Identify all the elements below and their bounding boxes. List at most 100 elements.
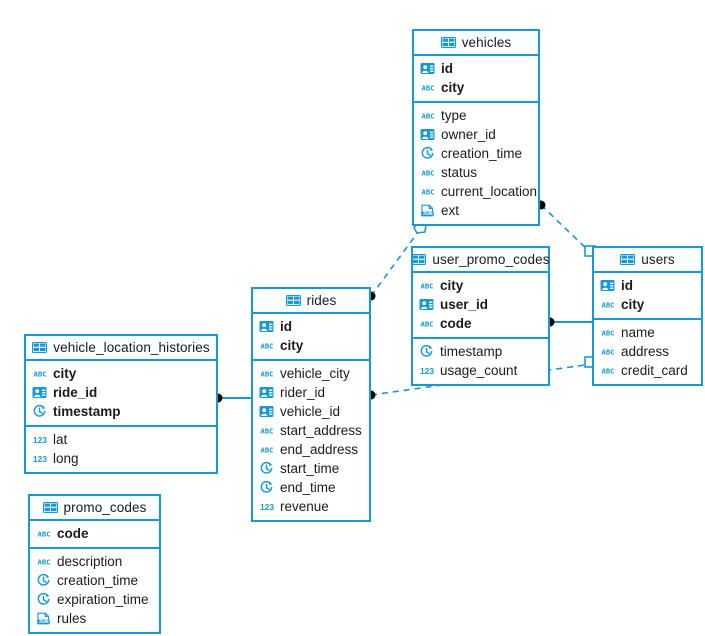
svg-text:ABC: ABC — [34, 370, 47, 379]
clock-icon — [36, 573, 51, 588]
field-row[interactable]: id — [594, 276, 701, 295]
table-header[interactable]: rides — [253, 289, 369, 314]
table-header[interactable]: user_promo_codes — [411, 248, 549, 273]
field-row[interactable]: owner_id — [414, 125, 538, 144]
field-label: start_address — [280, 423, 362, 438]
abc-icon: ABC — [420, 165, 435, 180]
field-row[interactable]: vehicle_id — [253, 402, 369, 421]
abc-icon: ABC — [420, 108, 435, 123]
svg-text:123: 123 — [33, 435, 47, 445]
field-row[interactable]: timestamp — [413, 342, 548, 361]
table-header[interactable]: promo_codes — [30, 496, 159, 521]
clock-icon — [259, 461, 274, 476]
field-row[interactable]: timestamp — [26, 402, 216, 421]
field-label: city — [280, 338, 304, 353]
table-header[interactable]: vehicle_location_histories — [26, 336, 216, 361]
key-id-icon — [259, 319, 274, 334]
abc-icon: ABC — [259, 442, 274, 457]
svg-text:123: 123 — [33, 454, 47, 464]
table-icon — [411, 252, 427, 267]
key-id-icon — [259, 385, 274, 400]
field-row[interactable]: id — [253, 317, 369, 336]
field-label: start_time — [280, 461, 340, 476]
field-row[interactable]: creation_time — [30, 571, 159, 590]
field-row[interactable]: ABC status — [414, 163, 538, 182]
field-row[interactable]: expiration_time — [30, 590, 159, 609]
table-icon — [440, 35, 456, 50]
field-label: id — [280, 319, 292, 334]
field-row[interactable]: JSON rules — [30, 609, 159, 628]
field-label: rules — [57, 611, 87, 626]
field-row[interactable]: ABC city — [253, 336, 369, 355]
field-row[interactable]: ABC address — [594, 342, 701, 361]
field-label: timestamp — [53, 404, 121, 419]
field-label: creation_time — [441, 146, 523, 161]
field-label: status — [441, 165, 478, 180]
table-icon — [285, 293, 301, 308]
field-label: usage_count — [440, 363, 518, 378]
field-row[interactable]: creation_time — [414, 144, 538, 163]
field-row[interactable]: ride_id — [26, 383, 216, 402]
clock-icon — [259, 480, 274, 495]
table-header[interactable]: vehicles — [414, 31, 538, 56]
field-row[interactable]: ABC type — [414, 106, 538, 125]
svg-text:ABC: ABC — [422, 112, 435, 121]
table-icon — [620, 252, 636, 267]
field-row[interactable]: user_id — [413, 295, 548, 314]
edge-vehicle-location-histories-to-rides — [213, 393, 251, 403]
svg-text:123: 123 — [260, 502, 274, 512]
field-label: address — [621, 344, 670, 359]
table-header[interactable]: users — [594, 248, 701, 273]
field-row[interactable]: end_time — [253, 478, 369, 497]
svg-text:ABC: ABC — [261, 370, 274, 379]
svg-text:ABC: ABC — [602, 348, 615, 357]
svg-text:JSON: JSON — [422, 211, 433, 216]
field-label: city — [441, 80, 465, 95]
svg-text:ABC: ABC — [602, 367, 615, 376]
clock-icon — [36, 592, 51, 607]
abc-icon: ABC — [419, 278, 434, 293]
abc-icon: ABC — [600, 297, 615, 312]
json-icon: JSON — [420, 203, 435, 218]
field-row[interactable]: id — [414, 59, 538, 78]
field-row[interactable]: start_time — [253, 459, 369, 478]
clock-icon — [419, 344, 434, 359]
field-label: creation_time — [57, 573, 139, 588]
json-icon: JSON — [36, 611, 51, 626]
svg-text:ABC: ABC — [421, 282, 434, 291]
abc-icon: ABC — [259, 338, 274, 353]
field-label: type — [441, 108, 467, 123]
field-row[interactable]: rider_id — [253, 383, 369, 402]
